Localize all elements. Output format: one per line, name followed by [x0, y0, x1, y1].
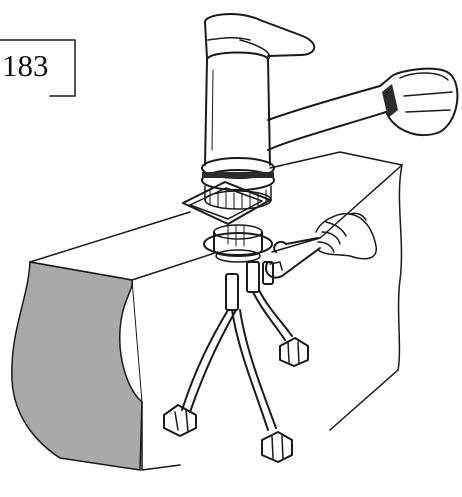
hand-icon	[315, 212, 377, 260]
page-number: 183	[2, 48, 49, 83]
faucet-body	[201, 13, 459, 210]
countertop	[11, 151, 403, 471]
page-number-frame	[0, 39, 76, 97]
countertop-cut-face	[11, 261, 143, 471]
wrench-icon	[264, 237, 321, 279]
supply-hoses	[163, 261, 309, 463]
threaded-shank	[203, 224, 273, 263]
